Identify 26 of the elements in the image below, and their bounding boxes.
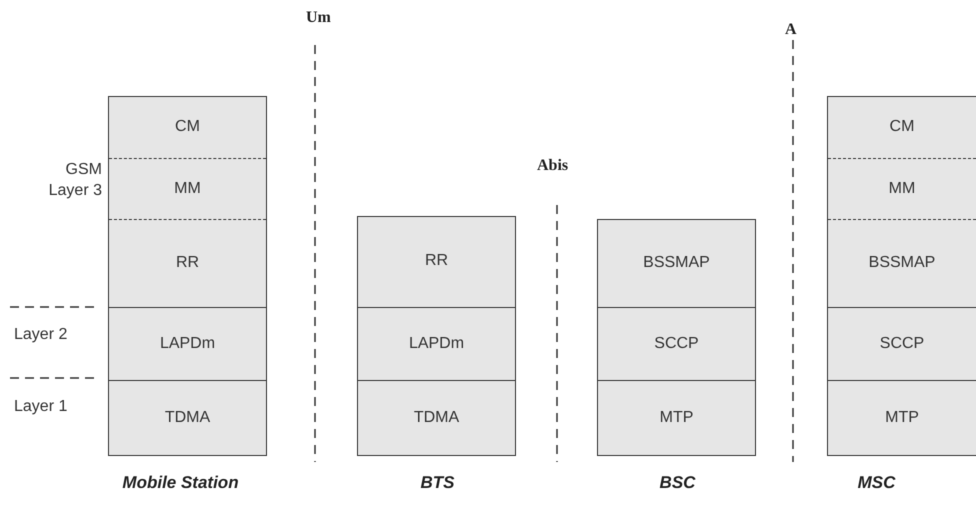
layer-name: MTP xyxy=(885,409,919,427)
interface-label: A xyxy=(785,20,798,40)
layer-name: RR xyxy=(176,254,200,272)
layer-name: LAPDm xyxy=(160,334,216,352)
layer-name: LAPDm xyxy=(408,334,464,352)
stack-name: BTS xyxy=(420,473,454,493)
layer-name: TDMA xyxy=(414,409,460,427)
layer-name: MM xyxy=(174,180,201,198)
layer-name: TDMA xyxy=(164,409,210,427)
layer-label: GSM Layer 3 xyxy=(48,160,102,201)
layer-name: BSSMAP xyxy=(868,254,936,272)
layer-name: SCCP xyxy=(654,334,699,352)
stack-name: MSC xyxy=(858,473,896,493)
stack-name: Mobile Station xyxy=(122,473,239,493)
stack-name: BSC xyxy=(660,473,696,493)
layer-name: MTP xyxy=(660,409,694,427)
layer-label: Layer 2 xyxy=(14,325,68,345)
interface-label: Um xyxy=(306,8,332,28)
layer-name: MM xyxy=(888,180,916,198)
layer-name: RR xyxy=(424,252,448,270)
layer-name: CM xyxy=(890,118,914,136)
layer-name: SCCP xyxy=(880,334,924,352)
layer-name: BSSMAP xyxy=(643,254,710,272)
layer-name: CM xyxy=(175,118,200,136)
interface-label: Abis xyxy=(537,156,570,176)
layer-label: Layer 1 xyxy=(14,397,68,417)
